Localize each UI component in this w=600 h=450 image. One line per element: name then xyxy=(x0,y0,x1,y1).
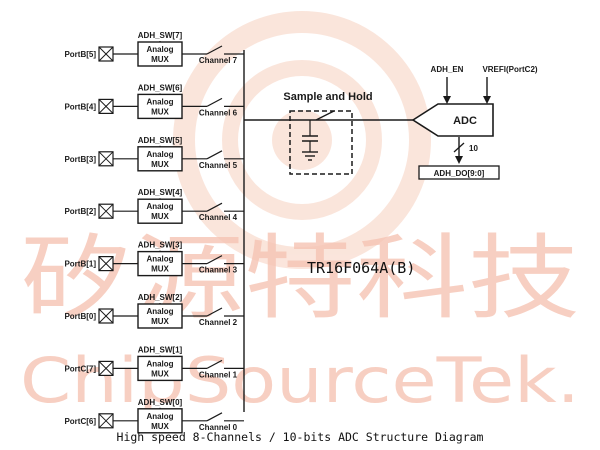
sample-hold-box xyxy=(289,110,353,175)
pin-icon xyxy=(98,308,114,324)
port-label: PortB[3] xyxy=(64,155,96,164)
pin-icon xyxy=(98,360,114,376)
mux-switch-label: ADH_SW[3] xyxy=(138,241,183,250)
port-label: PortB[1] xyxy=(64,260,96,269)
port-label: PortB[2] xyxy=(64,207,96,216)
channel-switch xyxy=(206,150,223,160)
bus-width-label: 10 xyxy=(469,144,478,153)
analog-mux-label: Analog xyxy=(146,307,173,316)
analog-mux-label: Analog xyxy=(146,202,173,211)
analog-mux-box xyxy=(137,355,183,382)
adc-label: ADC xyxy=(453,115,477,127)
channel-switch xyxy=(206,307,223,317)
channel-switch xyxy=(206,97,223,107)
channel-switch xyxy=(206,255,223,265)
channel-label: Channel 7 xyxy=(199,56,238,65)
mux-switch-label: ADH_SW[1] xyxy=(138,345,183,354)
channel-label: Channel 0 xyxy=(199,423,238,432)
port-label: PortB[5] xyxy=(64,50,96,59)
channel-switch xyxy=(206,45,223,55)
analog-mux-sub-label: MUX xyxy=(151,212,169,221)
sample-hold-label: Sample and Hold xyxy=(283,91,372,103)
pin-icon xyxy=(98,46,114,62)
port-label: PortB[0] xyxy=(64,312,96,321)
analog-mux-box xyxy=(137,41,183,67)
pin-icon xyxy=(98,98,114,115)
analog-mux-box xyxy=(137,93,183,120)
analog-mux-sub-label: MUX xyxy=(151,160,169,169)
mux-switch-label: ADH_SW[6] xyxy=(138,83,183,92)
channel-label: Channel 3 xyxy=(199,266,238,275)
channel-switch xyxy=(206,202,223,212)
pin-icon xyxy=(98,203,114,219)
vref-label: VREFI(PortC2) xyxy=(482,65,537,74)
adc-shape xyxy=(411,103,494,137)
analog-mux-sub-label: MUX xyxy=(151,107,169,116)
pin-icon xyxy=(98,151,114,167)
mux-switch-label: ADH_SW[2] xyxy=(138,293,183,302)
analog-mux-label: Analog xyxy=(146,150,173,159)
analog-mux-label: Analog xyxy=(146,45,173,54)
chip-label: TR16F064A(B) xyxy=(307,259,415,277)
analog-mux-label: Analog xyxy=(146,359,173,368)
mux-switch-label: ADH_SW[5] xyxy=(138,136,183,145)
watermark: 矽源特科技 ChipSourceTek. xyxy=(20,11,580,417)
channel-switch xyxy=(206,359,223,369)
analog-mux-box xyxy=(137,408,183,434)
analog-mux-label: Analog xyxy=(146,97,173,106)
pin-icon xyxy=(98,413,114,429)
analog-mux-sub-label: MUX xyxy=(151,422,169,431)
channel-switch xyxy=(206,412,223,422)
channel-label: Channel 6 xyxy=(199,108,238,117)
analog-mux-sub-label: MUX xyxy=(151,317,169,326)
analog-mux-box xyxy=(137,303,183,329)
channel-label: Channel 2 xyxy=(199,318,238,327)
channel-label: Channel 5 xyxy=(199,161,238,170)
analog-mux-sub-label: MUX xyxy=(151,369,169,378)
ground-icon xyxy=(302,151,318,161)
analog-mux-box xyxy=(137,198,183,224)
mux-switch-label: ADH_SW[4] xyxy=(138,188,183,197)
watermark-en-text: ChipSourceTek. xyxy=(20,344,580,417)
port-label: PortB[4] xyxy=(64,102,96,111)
watermark-logo xyxy=(173,11,431,269)
adc-output-box xyxy=(418,165,500,180)
diagram-caption: High speed 8-Channels / 10-bits ADC Stru… xyxy=(117,430,484,444)
channel-label: Channel 4 xyxy=(199,213,238,222)
mux-switch-label: ADH_SW[7] xyxy=(138,31,183,40)
analog-mux-box xyxy=(137,250,183,277)
analog-mux-label: Analog xyxy=(146,412,173,421)
analog-mux-label: Analog xyxy=(146,255,173,264)
channel-label: Channel 1 xyxy=(199,370,238,379)
pin-icon xyxy=(98,256,114,272)
adh-en-label: ADH_EN xyxy=(431,65,464,74)
adc-output-label: ADH_DO[9:0] xyxy=(434,169,485,178)
analog-mux-sub-label: MUX xyxy=(151,55,169,64)
adc-block: ADC ADH_EN VREFI(PortC2) 10 ADH_DO[9:0] xyxy=(411,65,538,180)
sample-and-hold: Sample and Hold xyxy=(283,91,373,175)
sample-hold-switch xyxy=(315,110,335,121)
port-label: PortC[7] xyxy=(64,364,96,373)
port-label: PortC[6] xyxy=(64,417,96,426)
mux-switch-label: ADH_SW[0] xyxy=(138,398,183,407)
analog-mux-sub-label: MUX xyxy=(151,265,169,274)
bus-width-slash xyxy=(453,142,465,153)
